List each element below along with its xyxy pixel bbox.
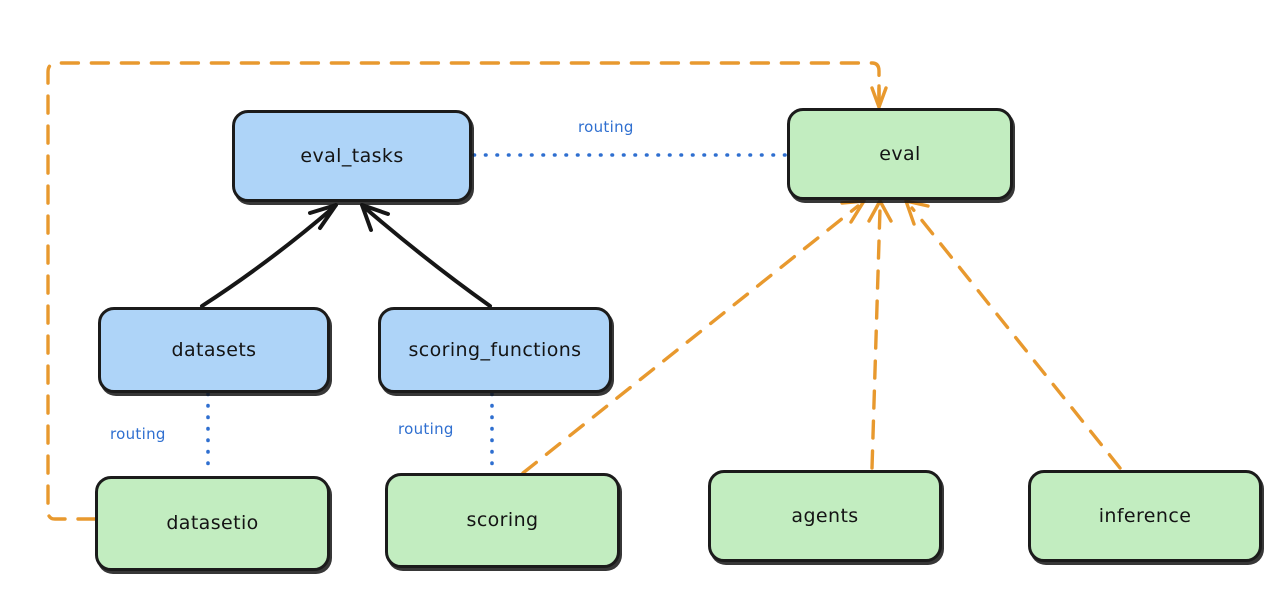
edge-inference-to-eval	[904, 199, 1122, 470]
node-inference[interactable]: inference	[1028, 470, 1262, 562]
node-label-scoring: scoring	[466, 509, 539, 531]
node-eval[interactable]: eval	[787, 108, 1013, 200]
node-label-agents: agents	[791, 504, 859, 527]
node-eval-tasks[interactable]: eval_tasks	[232, 110, 472, 202]
edge-label-routing-eval-tasks-eval: routing	[578, 118, 634, 136]
node-label-datasetio: datasetio	[166, 512, 259, 534]
node-label-eval-tasks: eval_tasks	[300, 144, 404, 167]
node-datasetio[interactable]: datasetio	[95, 476, 330, 571]
node-scoring[interactable]: scoring	[385, 473, 620, 568]
node-scoring-functions[interactable]: scoring_functions	[378, 307, 612, 393]
edge-label-routing-datasets-datasetio: routing	[110, 425, 166, 443]
edge-scoring-to-eval	[521, 199, 866, 475]
edge-scoring_functions-to-eval_tasks	[360, 203, 492, 308]
edge-label-routing-scoring-functions-scoring: routing	[398, 420, 454, 438]
node-label-datasets: datasets	[171, 338, 257, 361]
node-datasets[interactable]: datasets	[98, 307, 330, 393]
edge-agents-to-eval	[867, 199, 893, 470]
node-label-scoring-functions: scoring_functions	[408, 338, 582, 361]
edge-datasets-to-eval_tasks	[200, 203, 338, 308]
node-label-eval: eval	[879, 142, 921, 165]
node-label-inference: inference	[1098, 504, 1192, 527]
node-agents[interactable]: agents	[708, 470, 942, 562]
edge-datasetio-to-eval	[46, 61, 888, 521]
